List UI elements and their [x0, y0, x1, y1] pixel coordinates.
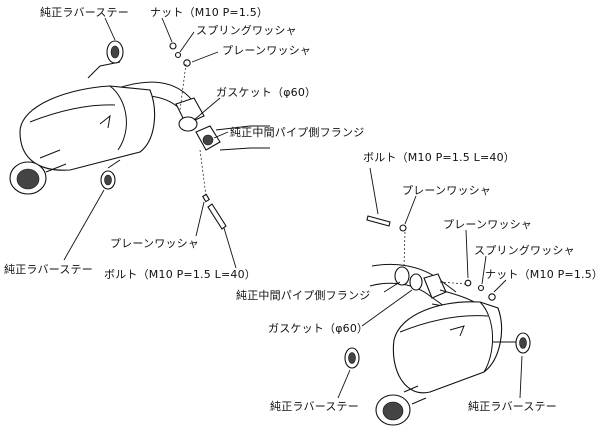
upper-muffler-end-edge: [109, 85, 127, 151]
label-right-spring-washer: スプリングワッシャ: [474, 244, 575, 257]
lower-pipe-flange-part: [394, 266, 410, 286]
upper-intermediate-pipe: [215, 125, 270, 151]
lower-bolt-part: [366, 215, 391, 227]
label-upper-plain-washer: プレーンワッシャ: [222, 44, 312, 57]
leader-right-gasket: [361, 289, 413, 327]
upper-nut-part: [169, 42, 177, 50]
lower-inlet-pipe-bottom: [369, 282, 445, 307]
leader-left-rubber-stay: [63, 189, 105, 261]
leader-right-spring-washer: [481, 255, 487, 285]
leader-upper-rubber-stay: [104, 17, 116, 41]
lower-tailpipe-neck: [403, 385, 427, 405]
label-right-bolt: ボルト（M10 P=1.5 L=40）: [363, 151, 515, 164]
upper-body-bracket: [99, 114, 111, 129]
leader-left-bolt: [223, 227, 237, 269]
leader-right-flange: [383, 281, 401, 293]
leader-lines: [63, 17, 523, 399]
lower-tailpipe-opening: [382, 401, 404, 421]
upper-muffler-assembly: [9, 40, 270, 230]
label-upper-spring-washer: スプリングワッシャ: [196, 24, 297, 37]
label-upper-rubber-stay: 純正ラバーステー: [40, 6, 129, 19]
lower-muffler-end-edge: [479, 301, 494, 373]
upper-muffler-seam: [29, 104, 116, 123]
leader-upper-nut: [161, 17, 173, 43]
lower-muffler-assembly: [344, 215, 531, 426]
label-upper-gasket: ガスケット（φ60）: [216, 86, 317, 99]
upper-rear-hanger: [107, 159, 121, 169]
leader-upper-flange: [213, 131, 229, 139]
guide-upper-bolt-line-2: [199, 149, 207, 197]
label-left-plain-washer: プレーンワッシャ: [110, 237, 200, 250]
upper-plain-washer-part: [183, 59, 191, 67]
lower-muffler-seam: [399, 315, 489, 333]
guide-lower-bolt-line: [403, 231, 406, 267]
label-right-flange: 純正中間パイプ側フランジ: [236, 289, 371, 302]
lower-left-rubber-stay-hole: [348, 352, 356, 364]
assembly-guides: [179, 63, 467, 285]
lower-plain-washer-2-part: [464, 279, 472, 287]
label-right-nut: ナット（M10 P=1.5）: [485, 268, 600, 281]
label-upper-flange: 純正中間パイプ側フランジ: [230, 126, 365, 139]
label-upper-nut: ナット（M10 P=1.5）: [150, 6, 269, 19]
upper-tailpipe-neck: [39, 149, 67, 173]
label-bottom-rubber-stay-right: 純正ラバーステー: [468, 400, 557, 413]
leader-bottom-rubber-stay-left: [337, 369, 351, 399]
leader-upper-gasket: [193, 97, 221, 121]
upper-tailpipe-opening: [16, 168, 40, 190]
lower-body-bracket: [449, 325, 465, 337]
upper-spring-washer-part: [174, 51, 182, 59]
lower-nut-part: [488, 293, 496, 301]
upper-pipe-flange-hole: [202, 134, 214, 146]
label-right-plain-washer-2: プレーンワッシャ: [443, 218, 533, 231]
leader-upper-plain-washer: [191, 51, 219, 63]
label-right-plain-washer-1: プレーンワッシャ: [402, 184, 492, 197]
upper-bolt-part: [207, 203, 227, 230]
upper-lower-rubber-stay-hole: [104, 174, 112, 186]
lower-right-rubber-stay-hole: [519, 337, 527, 349]
label-left-bolt: ボルト（M10 P=1.5 L=40）: [104, 268, 256, 281]
upper-plain-washer-lower: [202, 193, 210, 203]
upper-gasket-part: [178, 116, 198, 132]
leader-right-plain-washer-1: [404, 195, 417, 225]
lower-plain-washer-1-part: [399, 224, 407, 232]
lower-gasket-part: [409, 273, 423, 291]
label-bottom-rubber-stay-left: 純正ラバーステー: [270, 400, 359, 413]
leader-left-plain-washer: [195, 201, 205, 237]
leader-upper-spring-washer: [179, 31, 195, 53]
label-left-rubber-stay: 純正ラバーステー: [4, 263, 93, 276]
guide-lower-nut-line: [439, 281, 467, 285]
upper-hanger-rod: [87, 61, 121, 79]
leader-right-bolt: [369, 167, 379, 215]
leader-right-nut: [493, 279, 507, 293]
upper-rubber-stay-hole: [110, 45, 120, 59]
leader-bottom-rubber-stay-right: [519, 355, 523, 399]
leader-right-plain-washer-2: [465, 229, 469, 279]
label-right-gasket: ガスケット（φ60）: [268, 322, 369, 335]
lower-spring-washer-part: [477, 284, 485, 292]
